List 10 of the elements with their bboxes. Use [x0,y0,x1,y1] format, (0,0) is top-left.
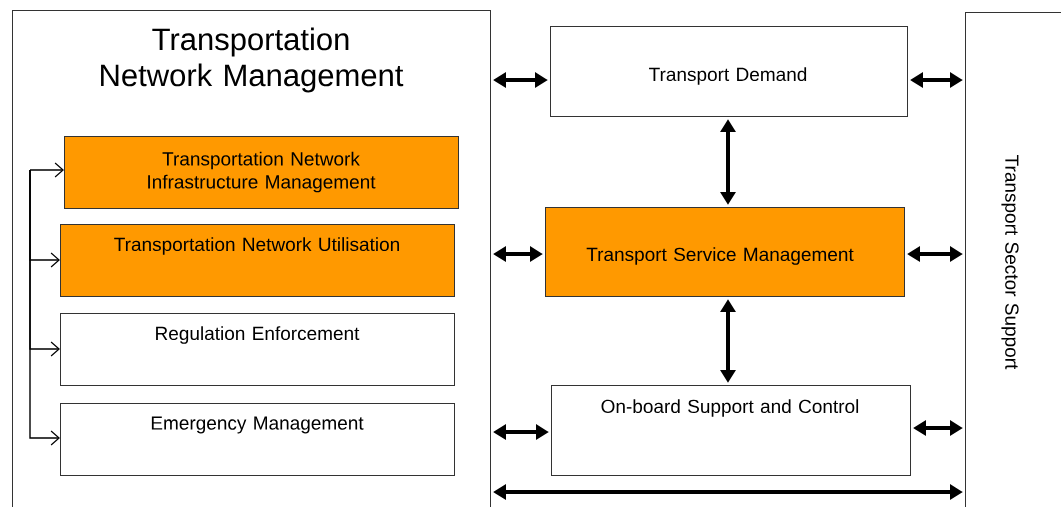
process-box: Regulation Enforcement [60,313,455,386]
process-box: Transportation Network Infrastructure Management [64,136,459,209]
panel: Transport Sector Support [965,12,1061,507]
process-box: Transport Service Management [545,207,905,297]
process-box: Transport Demand [550,26,908,117]
process-box: Transportation Network Utilisation [60,224,455,297]
process-box: Emergency Management [60,403,455,476]
bracket-arrow [29,162,64,178]
bracket-arrow [29,169,60,446]
process-box: On-board Support and Control [551,385,911,476]
